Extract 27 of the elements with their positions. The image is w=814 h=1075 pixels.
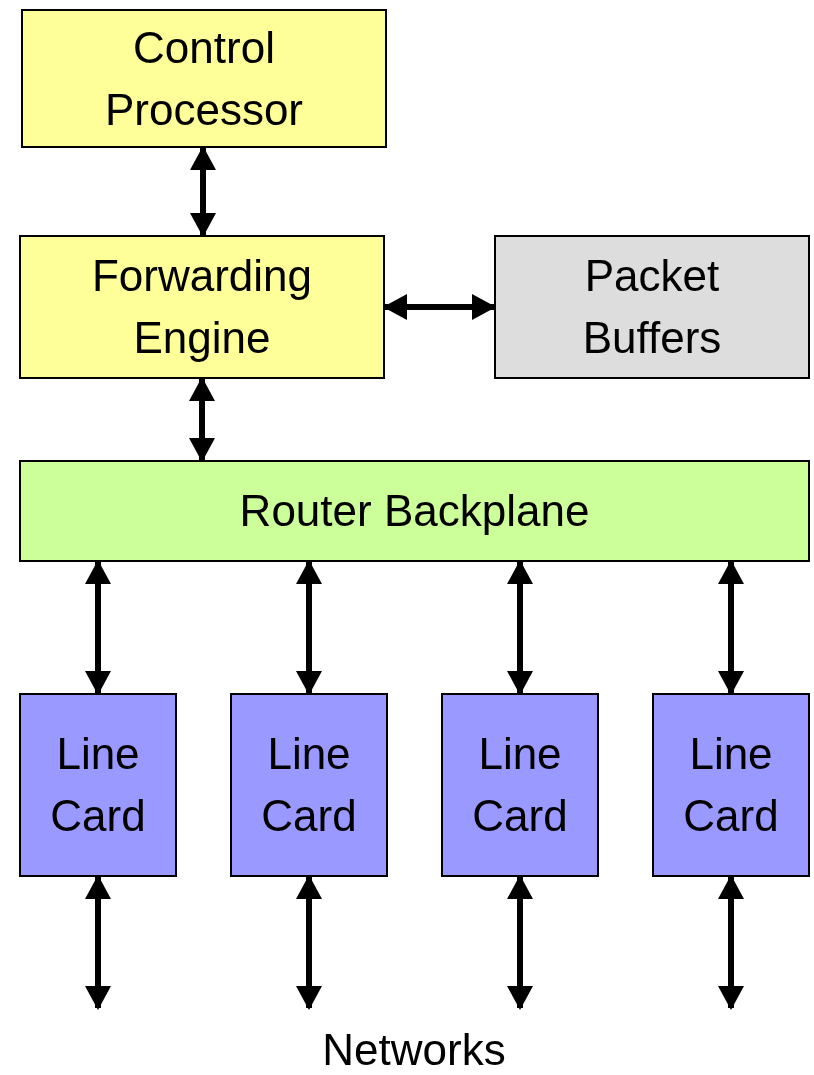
component-box bbox=[21, 9, 387, 148]
box-label: Forwarding Engine bbox=[90, 250, 314, 364]
double-arrow bbox=[85, 560, 111, 695]
double-arrow bbox=[189, 377, 215, 462]
double-arrow bbox=[296, 875, 322, 1010]
line-card-box bbox=[19, 693, 177, 877]
box-label: Line Card bbox=[49, 728, 147, 842]
box-label: Line Card bbox=[682, 728, 780, 842]
line-card-box bbox=[230, 693, 388, 877]
double-arrow bbox=[190, 146, 216, 237]
component-box bbox=[494, 235, 810, 379]
double-arrow bbox=[718, 560, 744, 695]
networks-label: Networks bbox=[322, 1025, 506, 1075]
double-arrow bbox=[296, 560, 322, 695]
line-card-box bbox=[652, 693, 810, 877]
box-label: Packet Buffers bbox=[581, 250, 723, 364]
box-label: Line Card bbox=[260, 728, 358, 842]
backplane-bar bbox=[19, 460, 810, 562]
box-label: Router Backplane bbox=[239, 485, 590, 537]
box-label: Control Processor bbox=[103, 21, 305, 136]
line-card-box bbox=[441, 693, 599, 877]
double-arrow bbox=[85, 875, 111, 1010]
component-box bbox=[19, 235, 385, 379]
double-arrow bbox=[718, 875, 744, 1010]
double-arrow bbox=[507, 560, 533, 695]
box-label: Line Card bbox=[471, 728, 569, 842]
double-arrow bbox=[507, 875, 533, 1010]
